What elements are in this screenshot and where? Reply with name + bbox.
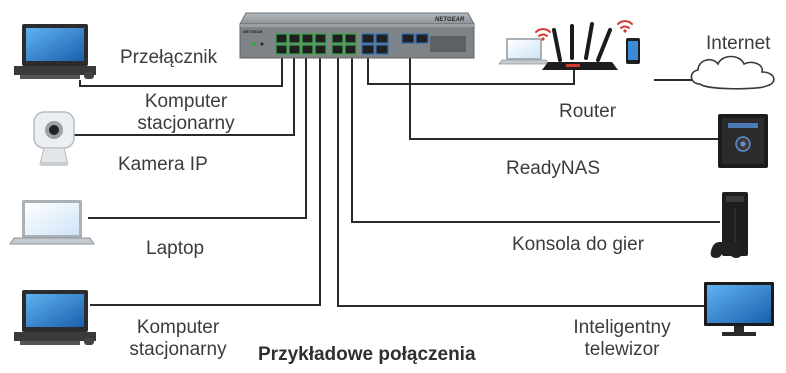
cable-readynas [409,56,720,140]
cable-telewizor [337,56,705,307]
komputer-top-label: Komputer stacjonarny [116,91,256,135]
internet-label: Internet [706,33,771,54]
router-icon [535,20,633,70]
cable-komputer-top [79,56,283,87]
switch-label: Przełącznik [120,47,218,68]
desktop-computer-icon [14,24,96,79]
smartphone-icon [626,38,640,64]
kamera-label: Kamera IP [118,154,208,175]
laptop-icon [498,38,550,65]
komputer-bottom-label-line1: Komputer [136,317,220,338]
readynas-label: ReadyNAS [506,158,600,179]
svg-text:NETGEAR: NETGEAR [243,29,263,34]
cable-kamera [70,56,295,136]
switch-brand-logo: NETGEAR [435,17,465,23]
komputer-bottom-label: Komputer stacjonarny [112,317,244,361]
game-console-icon [710,192,748,258]
komputer-bottom-label-line2: stacjonarny [129,339,227,360]
laptop-label: Laptop [146,238,205,259]
komputer-top-label-line1: Komputer [144,91,228,112]
cable-konsola [351,56,720,223]
router-label: Router [559,101,617,122]
ip-camera-icon [33,111,75,166]
konsola-label: Konsola do gier [512,234,645,255]
desktop-computer-icon [14,290,96,345]
telewizor-label-line1: Inteligentny [573,317,671,338]
cloud-icon [690,55,775,90]
telewizor-label-line2: telewizor [584,339,660,360]
telewizor-label: Inteligentny telewizor [560,317,684,361]
diagram-caption: Przykładowe połączenia [258,344,476,365]
cable-router [367,56,575,85]
cable-komputer-bottom [90,56,321,306]
network-switch-icon: NETGEAR NETGEAR [239,12,475,59]
cables [70,56,720,307]
cable-laptop [88,56,307,219]
komputer-top-label-line2: stacjonarny [137,113,235,134]
smart-tv-icon [704,282,774,336]
nas-icon [718,114,768,168]
laptop-icon [9,200,95,245]
